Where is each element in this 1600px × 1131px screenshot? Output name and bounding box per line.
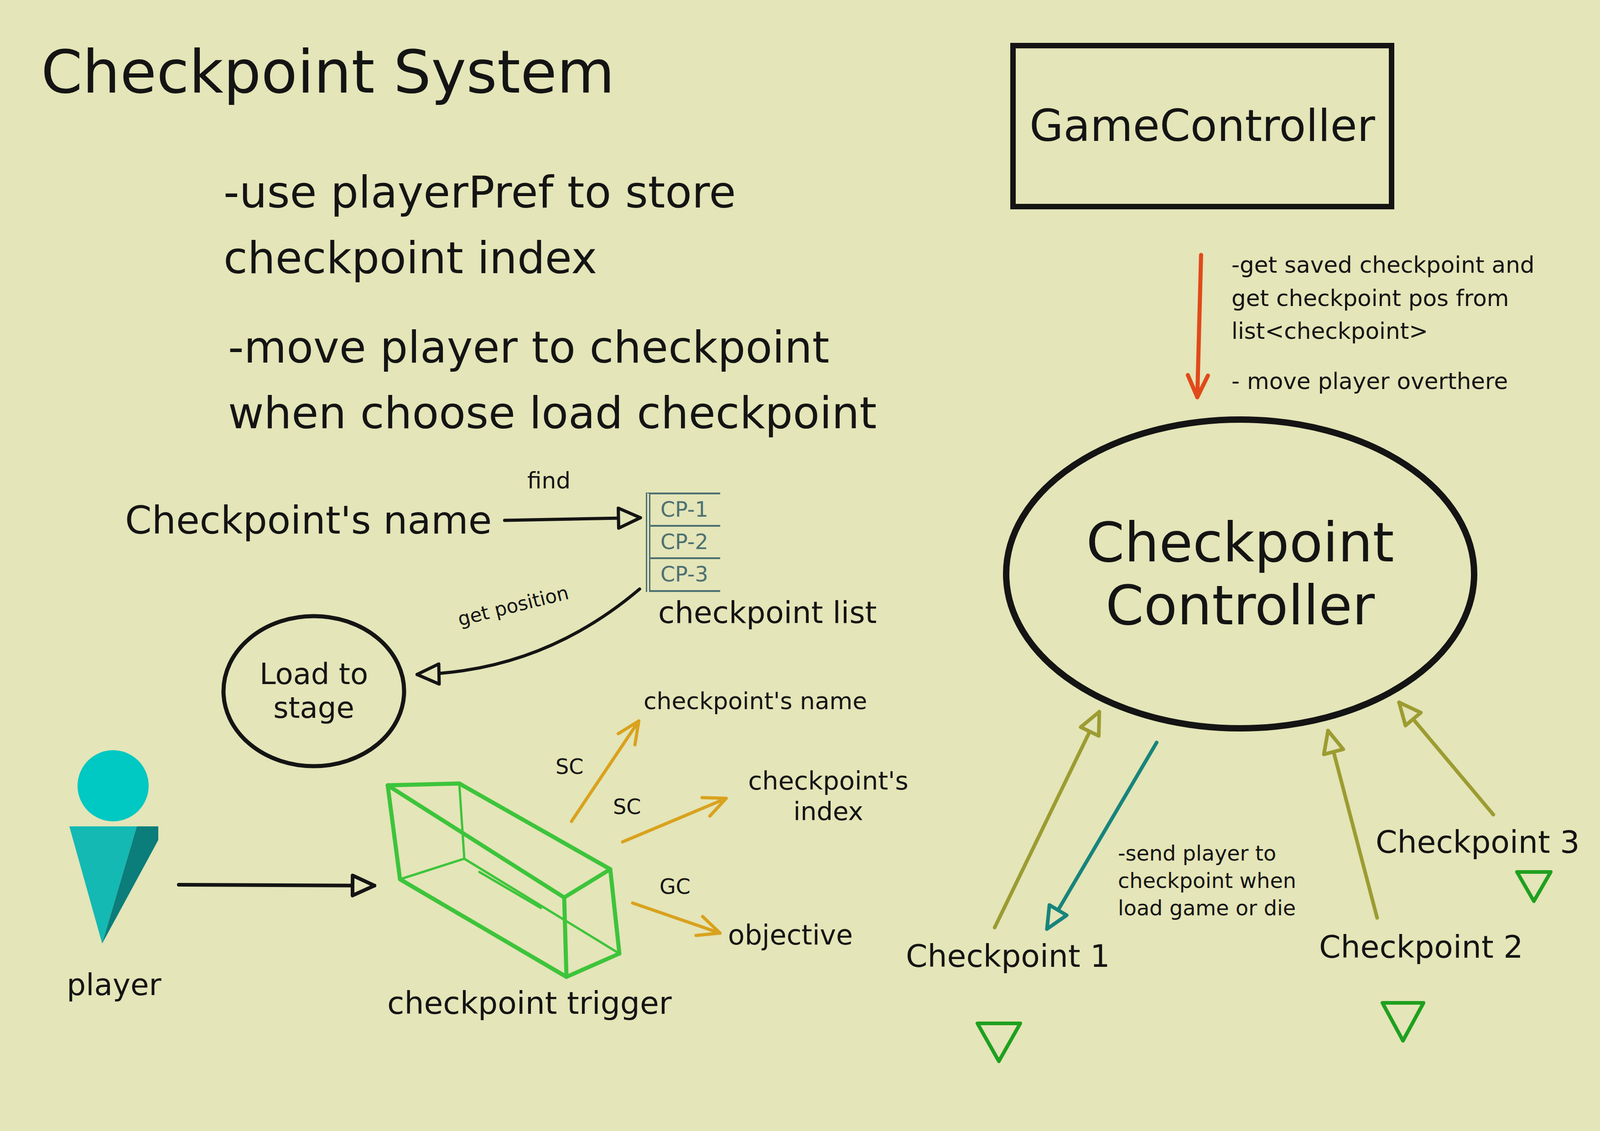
text-node: checkpoint's index <box>732 762 925 830</box>
arrowhead <box>696 916 721 936</box>
box-inner-mark <box>479 872 541 909</box>
connector <box>632 903 721 936</box>
connector <box>1324 730 1378 918</box>
arrowhead <box>701 797 727 817</box>
node-text: Checkpoint 3 <box>1375 823 1580 862</box>
table-cell: CP-1 <box>660 497 709 523</box>
connector-line <box>994 711 1100 928</box>
ellipse-border <box>223 616 405 767</box>
player-figure <box>69 750 159 944</box>
text-node: objective <box>725 915 856 955</box>
connector <box>994 711 1100 928</box>
connector-line <box>1328 730 1378 918</box>
edge-label: -send player to checkpoint when load gam… <box>1115 839 1322 923</box>
table-cell: CP-2 <box>660 529 709 555</box>
checkpoint-marker <box>1382 1002 1424 1041</box>
arrowhead <box>618 721 639 745</box>
player-head <box>77 750 149 822</box>
box-front-face <box>387 785 567 977</box>
table-cell: CP-3 <box>660 561 709 588</box>
node-text: checkpoint's index <box>734 765 922 827</box>
arrowhead <box>352 875 375 896</box>
arrowhead <box>1398 702 1421 726</box>
node-text: Checkpoint 2 <box>1319 928 1523 967</box>
text-node: Checkpoint 2 <box>1316 925 1526 969</box>
text-node: Checkpoint's name <box>122 494 495 547</box>
edge-label: SC <box>610 792 644 822</box>
ellipse-border <box>1006 419 1475 729</box>
edge-label: SC <box>552 752 587 782</box>
edge-label: GC <box>656 872 694 902</box>
checkpoint-marker <box>977 1023 1021 1062</box>
edge-label: find <box>524 465 574 497</box>
connector <box>178 875 375 896</box>
ellipse-text: Load to stage <box>245 657 383 725</box>
note-text: -move player to checkpoint when choose l… <box>228 314 922 447</box>
table-row: CP-3 <box>650 559 721 592</box>
checkpoint-list: CP-1CP-2CP-3checkpoint list <box>645 492 877 631</box>
checkpoint-trigger-box <box>387 783 620 977</box>
text-node: Checkpoint 3 <box>1372 820 1583 864</box>
note-text: - move player overthere <box>1231 364 1579 399</box>
node-text: checkpoint's name <box>643 686 868 716</box>
ellipse-node: Checkpoint Controller <box>999 413 1481 735</box>
text-node: Checkpoint 1 <box>903 935 1113 978</box>
node-text: objective <box>727 918 853 952</box>
box-title: GameController <box>1029 99 1376 153</box>
connector-line <box>1398 702 1494 815</box>
player-body-shade <box>102 826 159 944</box>
box-end-face <box>566 869 620 977</box>
diagram-title: Checkpoint System <box>41 36 615 108</box>
process-box: GameController <box>1010 42 1395 210</box>
table-row: CP-1 <box>650 494 721 527</box>
ellipse-node: Load to stage <box>219 612 409 771</box>
box-hidden-edge <box>459 783 465 859</box>
connector <box>1398 702 1494 815</box>
connector-line <box>178 884 375 886</box>
arrowhead <box>416 664 439 685</box>
connector <box>504 508 641 529</box>
note-text: -use playerPref to store checkpoint inde… <box>223 159 872 291</box>
connector <box>1187 254 1208 398</box>
figure-label: checkpoint trigger <box>387 984 672 1023</box>
arrowhead <box>1080 711 1100 737</box>
connector-line <box>632 903 721 934</box>
edge-label: get position <box>452 578 575 634</box>
box-hidden-edge <box>400 858 620 954</box>
arrowhead <box>1187 374 1208 398</box>
note-text: -get saved checkpoint and get checkpoint… <box>1231 248 1579 349</box>
checkpoint-table: CP-1CP-2CP-3 <box>645 492 721 593</box>
checkpoint-marker <box>1516 872 1551 902</box>
list-heading: checkpoint list <box>658 594 877 631</box>
connector-line <box>1197 254 1201 398</box>
table-row: CP-2 <box>650 526 721 560</box>
node-text: Checkpoint's name <box>124 497 492 544</box>
ellipse-text: Checkpoint Controller <box>1062 511 1419 638</box>
figure-label: player <box>59 966 169 1003</box>
arrowhead <box>618 508 641 529</box>
arrowhead <box>1046 905 1067 930</box>
figure-node: player <box>59 748 169 1018</box>
text-node: checkpoint's name <box>640 684 870 718</box>
node-text: Checkpoint 1 <box>905 937 1110 976</box>
arrowhead <box>1324 730 1344 755</box>
